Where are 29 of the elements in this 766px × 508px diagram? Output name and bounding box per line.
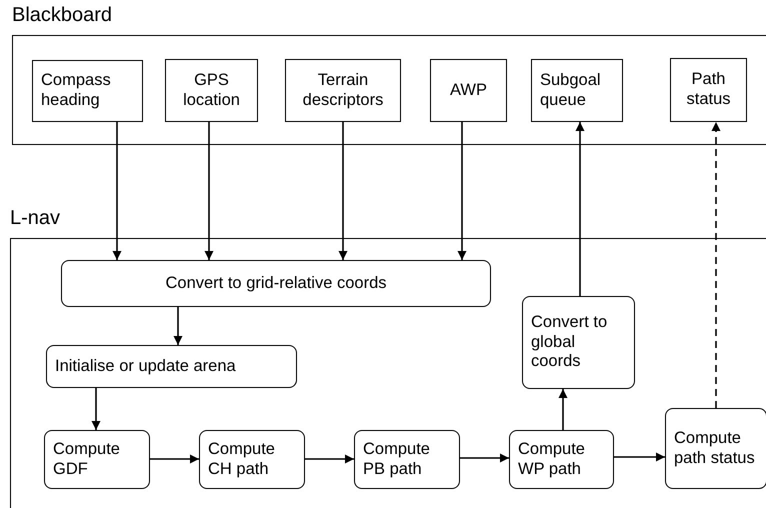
process-box: Compute path status <box>665 408 766 489</box>
arrow <box>92 388 100 430</box>
arrow <box>458 122 466 260</box>
data-box: AWP <box>430 59 507 122</box>
data-box: GPS location <box>165 59 258 122</box>
data-box: Path status <box>670 58 747 122</box>
panel-heading: L-nav <box>10 207 60 230</box>
arrow <box>460 454 509 462</box>
data-box: Compass heading <box>32 60 143 122</box>
arrow <box>112 122 122 260</box>
arrow <box>150 454 199 464</box>
panel-heading: Blackboard <box>12 4 112 27</box>
arrow <box>174 307 182 345</box>
data-box: Terrain descriptors <box>285 59 401 122</box>
arrow <box>576 122 584 296</box>
arrow <box>712 122 720 408</box>
arrow <box>558 389 568 430</box>
process-box: Compute CH path <box>199 430 305 489</box>
process-box: Compute GDF <box>44 430 150 489</box>
process-box: Convert to global coords <box>522 296 635 389</box>
process-box: Convert to grid-relative coords <box>61 260 491 307</box>
process-box: Compute PB path <box>354 430 460 489</box>
arrow <box>305 454 354 464</box>
data-box: Subgoal queue <box>531 59 623 122</box>
process-box: Compute WP path <box>509 430 614 489</box>
arrow <box>614 452 665 462</box>
process-box: Initialise or update arena <box>46 345 297 388</box>
arrow <box>338 122 348 260</box>
arrow <box>204 122 214 260</box>
